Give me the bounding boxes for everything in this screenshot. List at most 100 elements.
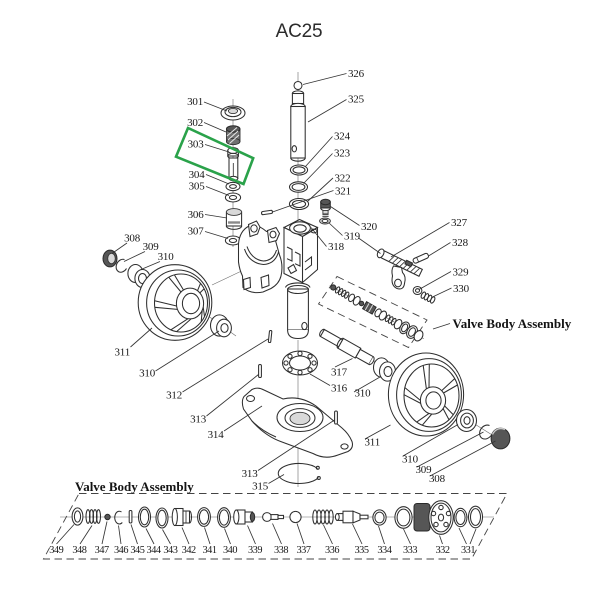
part-label: 345 [130, 545, 144, 556]
part-321-pin [261, 209, 273, 216]
part-317-shaft [319, 328, 375, 366]
part-303-valve-screw [227, 147, 239, 182]
part-label: 324 [334, 131, 351, 143]
part-315-snap-ring [277, 462, 321, 484]
part-305-washer [224, 192, 242, 203]
part-label: 335 [354, 545, 368, 556]
part-label: 346 [114, 545, 128, 556]
part-label: 320 [361, 221, 378, 233]
part-330-spring [420, 291, 436, 304]
valve-chain [329, 284, 424, 342]
axis-lines [60, 72, 498, 518]
part-308-cap-left [102, 249, 118, 268]
leader-lines [56, 73, 496, 545]
part-label: 310 [402, 454, 419, 466]
part-label: 341 [202, 545, 216, 556]
part-310-bearing-right [455, 408, 478, 433]
part-325-plunger [290, 90, 306, 162]
part-label: 311 [365, 437, 381, 449]
page-title: AC25 [276, 21, 323, 42]
part-label: 337 [296, 545, 310, 556]
highlight-box [174, 126, 255, 186]
part-label: 307 [188, 226, 205, 238]
part-301-cap [220, 105, 246, 121]
part-label: 308 [429, 473, 446, 485]
part-label: 313 [242, 468, 259, 480]
part-309-clip-right [479, 424, 492, 440]
part-328-pin [412, 252, 430, 264]
part-label: 327 [451, 217, 468, 229]
part-318-body [237, 218, 319, 340]
part-label: 323 [334, 148, 351, 160]
part-316-bearing [281, 350, 319, 376]
part-313-pin-b [334, 410, 338, 425]
part-label: 309 [143, 241, 160, 253]
part-label: 336 [325, 545, 339, 556]
part-329-nut [412, 285, 423, 296]
part-label: 301 [187, 96, 203, 108]
part-label: 308 [124, 233, 141, 245]
valve-body-assembly-label-upper: Valve Body Assembly [453, 316, 572, 331]
part-327-lever [376, 248, 424, 290]
valve-body-assembly-box-upper [317, 275, 428, 349]
part-310-roller-left [209, 314, 232, 338]
part-label: 306 [188, 209, 205, 221]
part-319-washer [319, 217, 331, 225]
part-310-roller-right [372, 357, 397, 382]
part-324-oring [289, 164, 309, 176]
part-label: 334 [377, 545, 391, 556]
part-label: 316 [331, 383, 348, 395]
part-label: 303 [188, 139, 205, 151]
part-label: 317 [331, 367, 348, 379]
part-label: 338 [274, 545, 288, 556]
part-326-ball [293, 80, 303, 91]
part-312-pin [267, 330, 273, 344]
part-313-pin-a [258, 363, 262, 379]
part-320-bolt [320, 198, 331, 219]
part-311-wheel-right [387, 352, 465, 437]
part-label: 322 [335, 173, 351, 185]
part-label: 313 [190, 414, 207, 426]
part-label: 315 [252, 481, 269, 493]
part-label: 340 [223, 545, 237, 556]
part-label: 325 [348, 94, 365, 106]
part-label: 347 [95, 545, 109, 556]
part-label: 319 [344, 231, 361, 243]
part-309-clip-left [115, 258, 127, 273]
part-306-bushing [225, 208, 243, 230]
part-label: 321 [335, 186, 351, 198]
part-label: 304 [189, 169, 206, 181]
part-323-oring [288, 181, 309, 193]
part-314-plate [241, 387, 354, 458]
valve-body-assembly-label-lower: Valve Body Assembly [75, 479, 194, 494]
part-311-wheel-left [137, 264, 213, 341]
part-label: 310 [158, 251, 175, 263]
part-302-spring [225, 125, 241, 146]
part-label: 332 [435, 545, 449, 556]
part-label: 330 [453, 283, 470, 295]
part-label: 342 [182, 545, 196, 556]
part-label: 349 [49, 545, 63, 556]
part-label: 302 [187, 117, 203, 129]
valve-body-assembly-box-lower [42, 493, 508, 560]
part-label: 318 [328, 241, 345, 253]
part-label: 328 [452, 237, 469, 249]
part-304-washer [225, 181, 241, 192]
part-label: 339 [248, 545, 262, 556]
part-label: 305 [189, 181, 206, 193]
part-label: 348 [72, 545, 86, 556]
part-label: 329 [453, 267, 470, 279]
part-label: 331 [461, 545, 475, 556]
part-label: 343 [163, 545, 177, 556]
part-label: 344 [147, 545, 161, 556]
bottom-assembly-parts [71, 500, 484, 535]
part-label: 326 [348, 68, 365, 80]
part-label: 333 [403, 545, 417, 556]
part-label: 309 [416, 464, 433, 476]
part-label: 312 [166, 390, 182, 402]
part-label: 310 [355, 388, 372, 400]
part-label: 311 [115, 347, 131, 359]
part-308-cap-right [490, 427, 511, 450]
